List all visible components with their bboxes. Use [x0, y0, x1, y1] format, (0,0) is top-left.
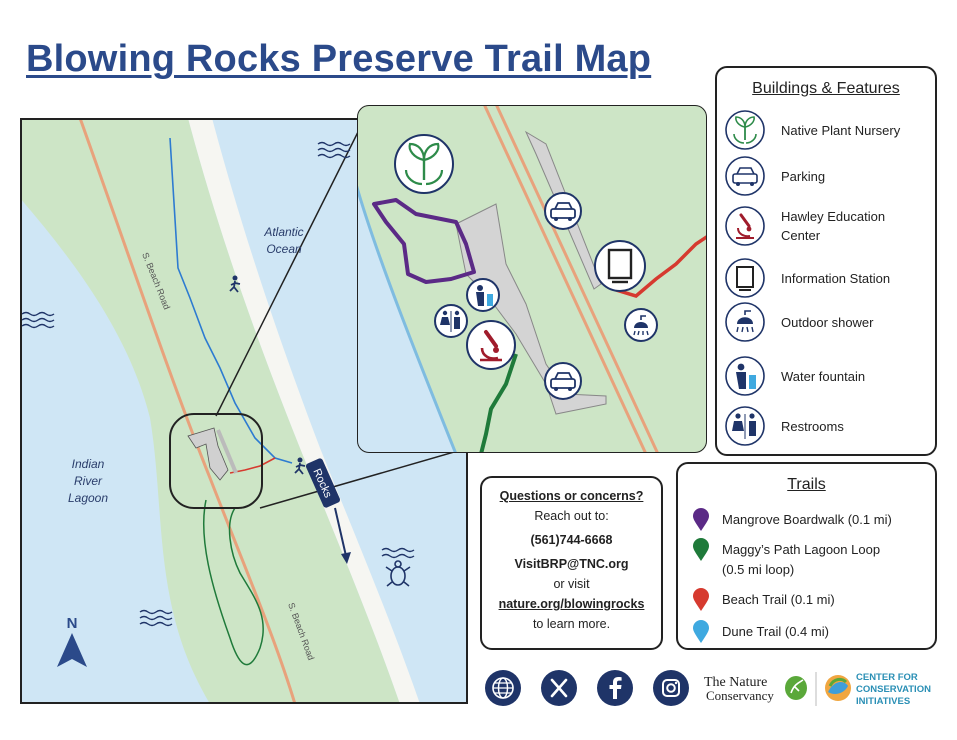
globe-icon[interactable]: [484, 669, 522, 707]
microscope-icon: [466, 320, 516, 370]
tnc-logo-line1: The Nature: [704, 675, 767, 690]
contact-box: Questions or concerns? Reach out to: (56…: [480, 476, 663, 650]
wave-icon-4: [139, 609, 173, 627]
legend-row-nursery: Native Plant Nursery: [725, 110, 933, 150]
information-board-icon: [725, 258, 765, 298]
inset-map: [357, 105, 707, 453]
map-pin-icon: [693, 588, 709, 611]
north-label: N: [67, 615, 78, 632]
lagoon-label-2: River: [74, 474, 103, 488]
walker-icon-2: [294, 457, 306, 475]
north-arrow-icon: N: [57, 615, 87, 667]
legend-label-restrooms: Restrooms: [781, 418, 844, 434]
legend-row-parking: Parking: [725, 156, 933, 196]
cci-line2: CONSERVATION: [856, 684, 931, 695]
legend-label-info: Information Station: [781, 270, 891, 286]
wave-icon-2: [21, 311, 55, 329]
water-fountain-icon: [725, 356, 765, 396]
turtle-icon: [385, 560, 411, 587]
walker-icon: [229, 275, 241, 293]
x-icon[interactable]: [540, 669, 578, 707]
atlantic-label-1: Atlantic: [263, 225, 303, 239]
shower-icon: [725, 302, 765, 342]
cci-logo-icon: [825, 675, 851, 701]
map-pin-icon: [693, 620, 709, 643]
shower-icon: [624, 308, 658, 342]
trail-label-beach: Beach Trail (0.1 mi): [722, 592, 835, 607]
car-icon-2: [544, 362, 582, 400]
tnc-leaf-logo-icon: [785, 676, 807, 700]
tnc-logo-line2: Conservancy: [706, 688, 774, 703]
wave-icon-3: [381, 547, 415, 559]
restroom-icon: [725, 406, 765, 446]
lagoon-label-3: Lagoon: [68, 491, 108, 505]
map-pin-icon: [693, 508, 709, 531]
cci-line1: CENTER FOR: [856, 672, 918, 683]
features-legend: Buildings & Features Native Plant Nurser…: [715, 66, 937, 456]
atlantic-label-2: Ocean: [266, 242, 302, 256]
contact-heading: Questions or concerns?: [499, 489, 644, 503]
legend-row-shower: Outdoor shower: [725, 302, 933, 342]
wave-icon: [317, 141, 351, 159]
legend-row-restrooms: Restrooms: [725, 406, 933, 446]
microscope-icon: [725, 206, 765, 246]
legend-label-education-1: Hawley Education: [781, 209, 886, 224]
car-icon: [725, 156, 765, 196]
legend-row-info: Information Station: [725, 258, 933, 298]
cci-line3: INITIATIVES: [856, 696, 910, 707]
contact-email[interactable]: VisitBRP@TNC.org: [514, 557, 629, 571]
contact-phone[interactable]: (561)744-6668: [530, 533, 613, 547]
contact-learn: to learn more.: [532, 617, 611, 631]
information-board-icon: [594, 240, 646, 292]
legend-label-shower: Outdoor shower: [781, 314, 874, 330]
trail-label-maggys-1: Maggy’s Path Lagoon Loop: [722, 542, 881, 557]
legend-row-fountain: Water fountain: [725, 356, 933, 396]
legend-label-nursery: Native Plant Nursery: [781, 122, 901, 138]
contact-or-visit: or visit: [553, 577, 590, 591]
page-title: Blowing Rocks Preserve Trail Map: [26, 38, 652, 80]
legend-label-fountain: Water fountain: [781, 368, 866, 384]
plant-nursery-icon: [725, 110, 765, 150]
legend-label-education-2: Center: [781, 228, 821, 243]
lagoon-label-1: Indian: [72, 457, 105, 471]
map-pin-icon: [693, 538, 709, 561]
partner-logos: The Nature Conservancy CENTER FOR CONSER…: [704, 672, 931, 707]
instagram-icon[interactable]: [652, 669, 690, 707]
facebook-icon[interactable]: [596, 669, 634, 707]
legend-label-parking: Parking: [781, 168, 826, 184]
features-title: Buildings & Features: [752, 80, 900, 97]
trails-title: Trails: [787, 476, 826, 493]
water-fountain-icon: [466, 278, 500, 312]
restroom-icon: [434, 304, 468, 338]
contact-reach: Reach out to:: [534, 509, 609, 523]
trails-legend: Trails Mangrove Boardwalk (0.1 mi) Maggy…: [676, 462, 937, 650]
plant-nursery-icon: [394, 134, 454, 194]
car-icon: [544, 192, 582, 230]
trail-label-mangrove: Mangrove Boardwalk (0.1 mi): [722, 512, 892, 527]
trail-label-dune: Dune Trail (0.4 mi): [722, 624, 829, 639]
contact-website-link[interactable]: nature.org/blowingrocks: [498, 597, 645, 611]
trail-label-maggys-2: (0.5 mi loop): [722, 562, 795, 577]
